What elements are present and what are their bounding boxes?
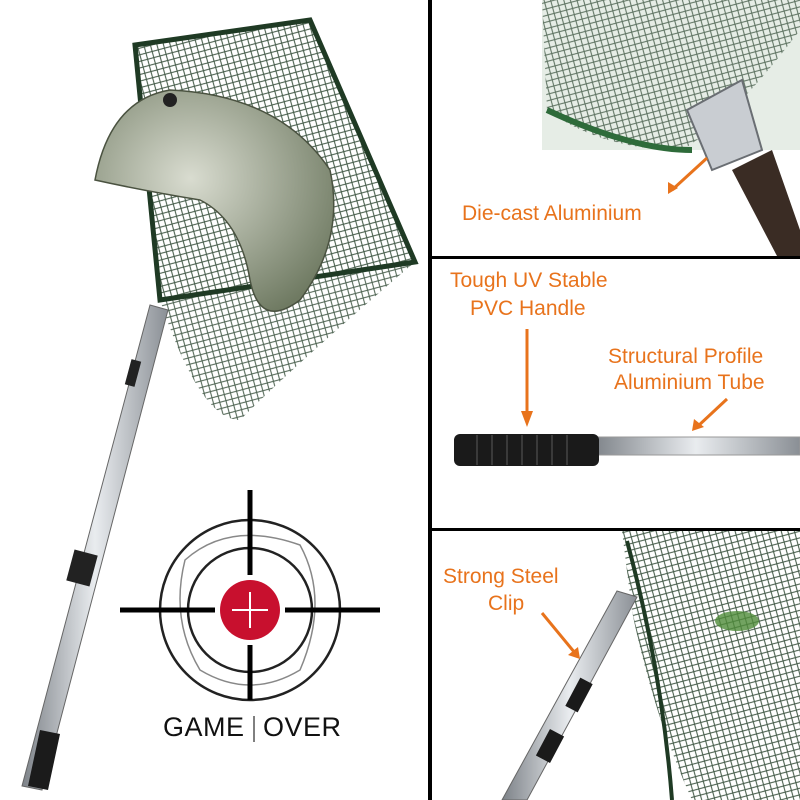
net-pole [501, 590, 638, 800]
fish-outline-icon [179, 534, 316, 686]
target-logo [120, 490, 380, 742]
net-rim [545, 107, 693, 153]
pole-lock-collar [66, 549, 98, 587]
fish-eye [163, 93, 177, 107]
die-cast-joint [685, 78, 764, 172]
pvc-handle [454, 434, 599, 466]
main-product-panel: GAME OVER [21, 17, 419, 791]
pointer-arrow [670, 156, 709, 192]
pvc-handle-label-line2: PVC Handle [470, 297, 586, 320]
die-cast-closeup [542, 0, 800, 256]
net-mesh [622, 531, 800, 800]
game-word: GAME [163, 712, 245, 742]
net-frame [132, 17, 419, 303]
vertical-divider [428, 0, 432, 800]
horizontal-divider [432, 528, 800, 531]
clip-arrow [540, 612, 577, 654]
pvc-handle-label-line1: Tough UV Stable [450, 269, 608, 292]
net-rim [625, 540, 674, 800]
steel-clip [565, 677, 593, 713]
clip-label-line1: Strong Steel [443, 565, 559, 588]
handle-section [732, 150, 800, 256]
bass-fish [94, 89, 335, 312]
net-tag [715, 611, 759, 631]
die-cast-panel: Die-cast Aluminium [432, 0, 800, 256]
aluminium-tube [591, 436, 800, 456]
tube-arrow [695, 397, 729, 429]
landing-net-illustration [21, 17, 419, 791]
net-bag [160, 262, 415, 420]
net-mesh [542, 0, 800, 150]
clip-panel: Strong Steel Clip [432, 531, 800, 800]
die-cast-label: Die-cast Aluminium [462, 202, 642, 225]
clip-closeup [501, 531, 800, 800]
tube-label-line2: Aluminium Tube [614, 371, 765, 394]
clip-label-line2: Clip [488, 592, 525, 615]
tube-label-line1: Structural Profile [608, 345, 764, 368]
pole-grip [28, 730, 60, 790]
handle-panel: Tough UV Stable PVC Handle Structural Pr… [432, 259, 800, 528]
steel-clip [124, 359, 142, 387]
telescopic-pole [21, 304, 169, 791]
handle-closeup [454, 329, 800, 466]
horizontal-divider [432, 256, 800, 259]
over-word: OVER [263, 712, 342, 742]
